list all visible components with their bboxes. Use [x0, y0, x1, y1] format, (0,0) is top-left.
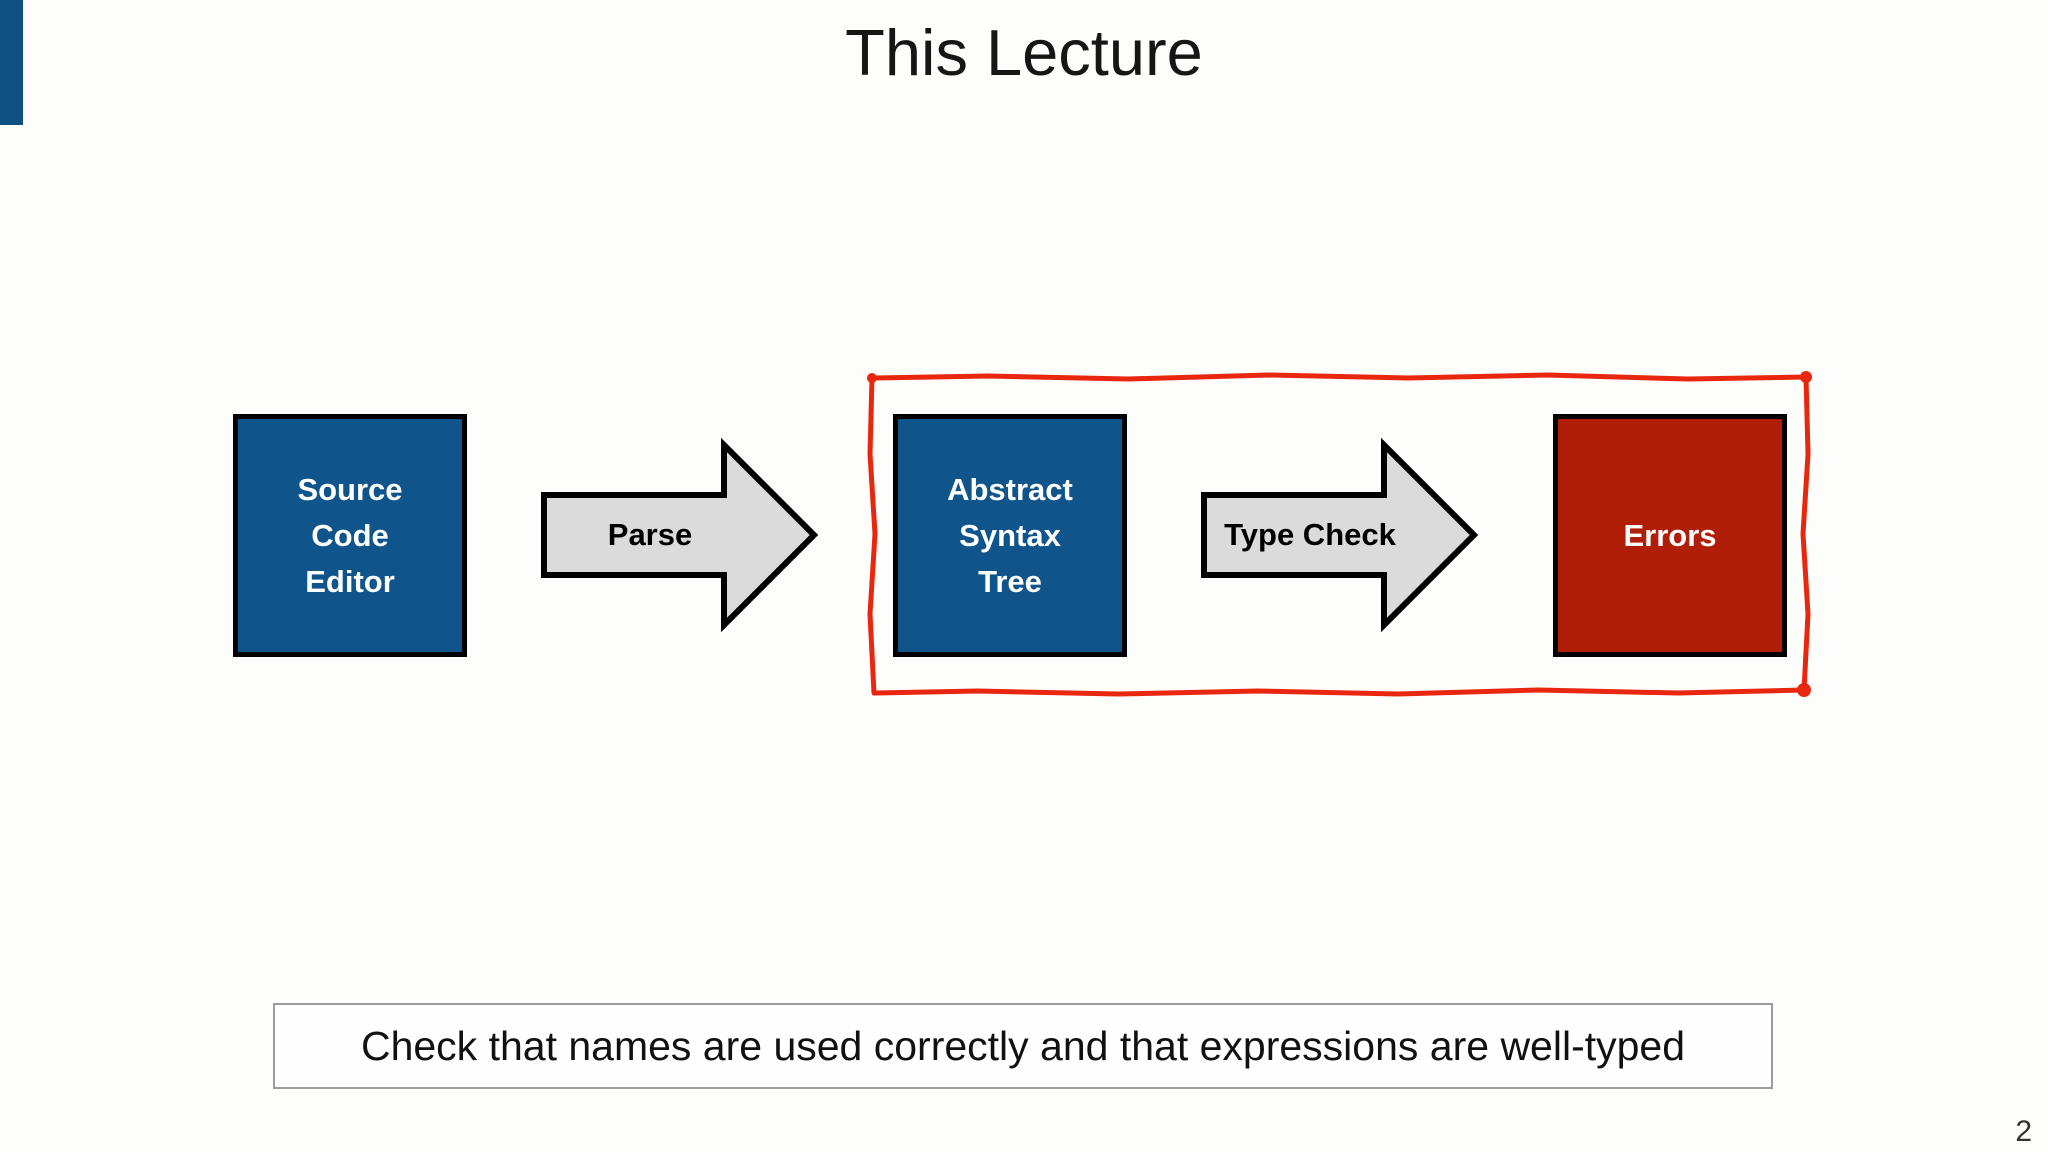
node-errors: Errors [1553, 414, 1787, 657]
accent-bar [0, 0, 23, 125]
node-abstract-syntax-tree: Abstract Syntax Tree [893, 414, 1127, 657]
type-check-arrow: Type Check [1200, 437, 1480, 633]
node-source-code-editor: Source Code Editor [233, 414, 467, 657]
highlight-annotation-rect [867, 371, 1812, 697]
type-check-arrow-label: Type Check [1224, 517, 1396, 552]
node-label-line: Abstract [947, 471, 1073, 507]
node-label-line: Syntax [959, 517, 1061, 553]
node-label-line: Source [297, 471, 403, 507]
parse-arrow-label: Parse [607, 517, 693, 552]
node-label-line: Editor [305, 563, 395, 599]
parse-arrow: Parse [540, 437, 820, 633]
caption-box: Check that names are used correctly and … [273, 1003, 1773, 1089]
node-label-line: Tree [978, 563, 1042, 599]
block-arrow-icon [1201, 437, 1479, 633]
page-number: 2 [2015, 1115, 2032, 1148]
block-arrow-icon [541, 437, 819, 633]
node-label-line: Errors [1623, 517, 1717, 553]
node-label-line: Code [311, 517, 389, 553]
slide-title: This Lecture [845, 16, 1203, 89]
caption-text: Check that names are used correctly and … [360, 1022, 1686, 1069]
